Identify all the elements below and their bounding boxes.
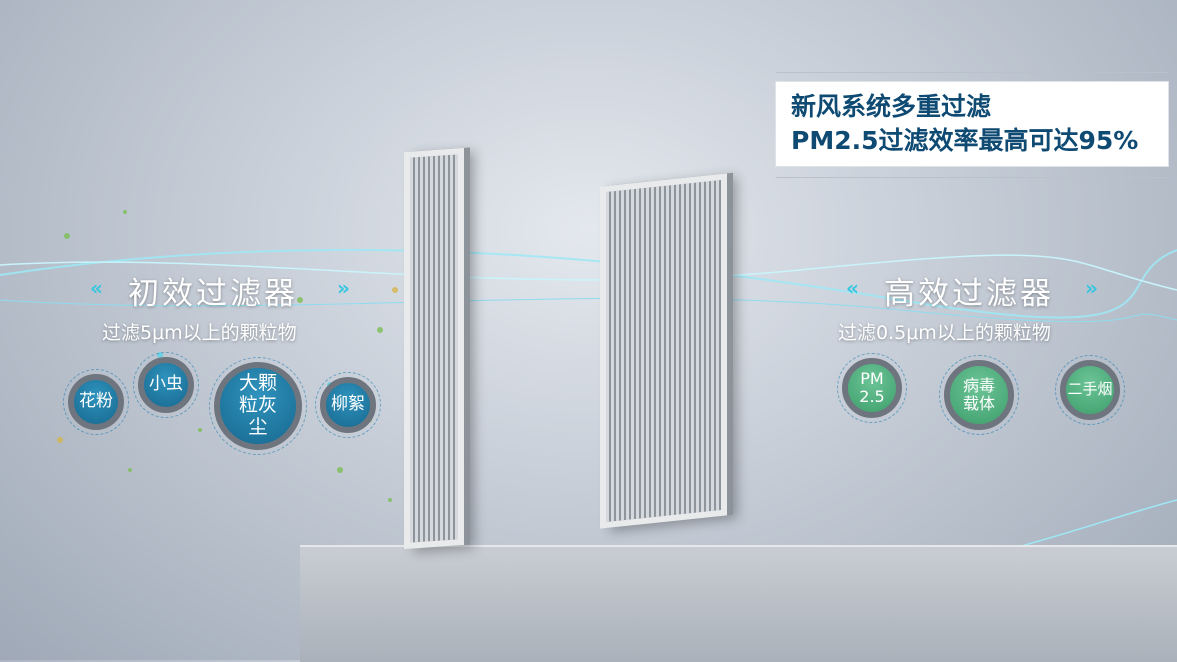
bubble-label: 柳絮 [331,394,365,415]
bubble-label: 病毒 [962,375,995,395]
bubble-label: 2.5 [859,387,885,406]
chevron-left-icon: « [846,276,859,300]
particle-bubble-virus: 病毒载体 [939,355,1019,435]
primary-filter-title: 初效过滤器 [128,276,298,312]
chevron-left-icon: « [90,276,103,300]
chevron-right-icon: » [337,276,350,300]
bubble-label: PM [860,368,884,388]
bubble-label: 二手烟 [1067,380,1113,399]
bubble-label: 花粉 [79,391,113,412]
headline-line2: PM2.5过滤效率最高可达95% [791,126,1139,155]
primary-filter-subtitle: 过滤5μm以上的颗粒物 [102,322,297,344]
particle-bubble-dust: 大颗粒灰尘 [209,357,307,455]
headline-box: 新风系统多重过滤 PM2.5过滤效率最高可达95% [776,82,1168,166]
chevron-right-icon: » [1085,276,1098,300]
particle-bubble-pollen: 花粉 [63,369,129,435]
headline-frame [776,72,1168,178]
hepa-filter-title: 高效过滤器 [884,276,1054,312]
headline-line1: 新风系统多重过滤 [791,92,992,121]
particle-bubble-catkins: 柳絮 [315,372,381,438]
particle-bubble-insects: 小虫 [133,352,199,418]
bubble-label: 载体 [962,394,995,413]
bubble-label: 大颗粒灰尘 [238,372,277,438]
particle-bubble-smoke: 二手烟 [1055,355,1125,425]
hepa-filter-subtitle: 过滤0.5μm以上的颗粒物 [838,322,1051,344]
hepa-filter-panel [600,173,727,529]
bubble-label: 小虫 [149,374,183,395]
primary-filter-panel [404,147,464,550]
room-cutaway [300,545,1177,662]
